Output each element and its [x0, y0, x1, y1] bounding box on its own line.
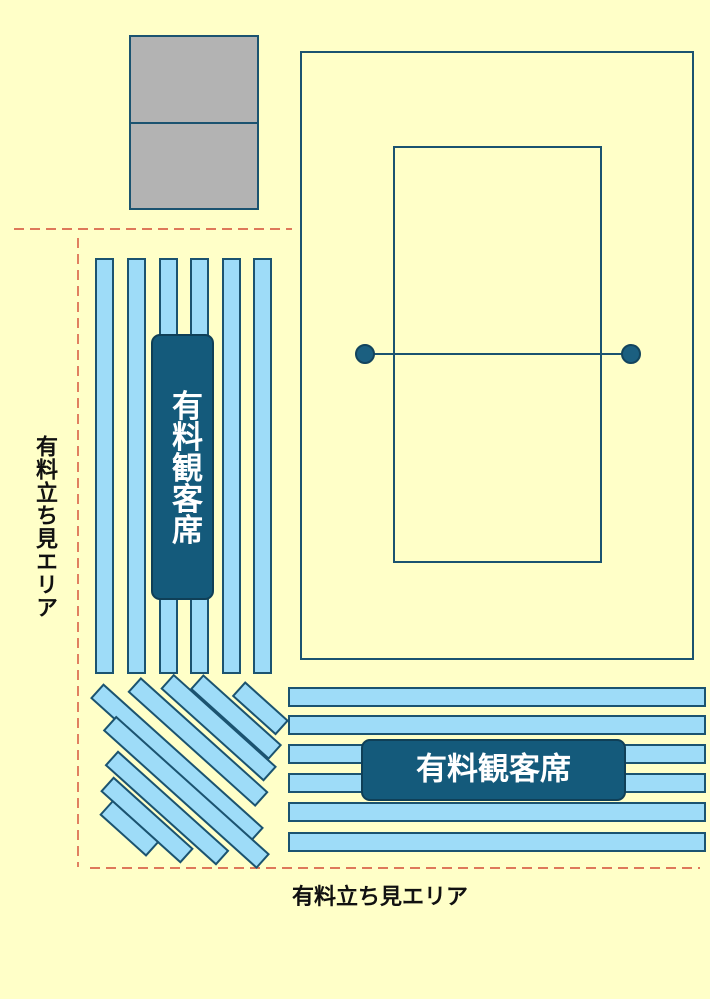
paid-seating-left-panel — [151, 334, 214, 600]
seat-row-left — [95, 258, 114, 674]
left-post-icon — [355, 344, 375, 364]
paid-seating-left-label: 有料観客席 — [166, 390, 203, 546]
diagonal-seat-row — [99, 799, 160, 857]
seat-row-bottom — [288, 832, 706, 852]
seat-row-bottom — [288, 715, 706, 735]
diagonal-seat-row — [102, 715, 270, 870]
seat-row-left — [222, 258, 241, 674]
diagonal-seat-row — [127, 677, 269, 807]
seat-row-bottom — [288, 802, 706, 822]
diagonal-seat-row — [189, 674, 283, 760]
venue-floor-outer — [300, 51, 694, 660]
paid-seating-bottom-panel — [361, 739, 626, 801]
diagonal-seat-row — [160, 673, 277, 782]
right-post-icon — [621, 344, 641, 364]
seat-row-bottom — [288, 687, 706, 707]
seat-row-left — [127, 258, 146, 674]
seat-row-left — [253, 258, 272, 674]
diagonal-seat-row — [104, 750, 230, 866]
paid-seating-bottom-label: 有料観客席 — [416, 752, 571, 788]
paid-standing-area-bottom-label: 有料立ち見エリア — [292, 885, 469, 910]
diagonal-seat-row — [231, 681, 289, 736]
paid-standing-area-left-label: 有料立ち見エリア — [32, 435, 57, 619]
